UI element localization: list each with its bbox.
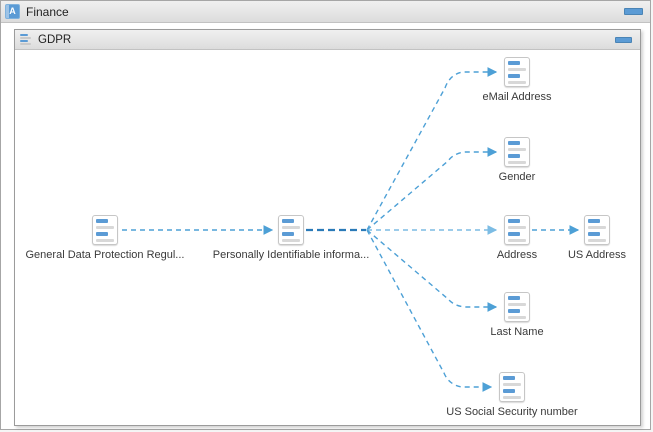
node-label: Gender bbox=[498, 171, 536, 183]
diagram-node-gdpr-regulation[interactable]: General Data Protection Regul... bbox=[20, 215, 190, 261]
document-lines-icon bbox=[504, 57, 530, 87]
diagram-edges bbox=[122, 67, 580, 392]
edge-pii-to-gender bbox=[366, 147, 498, 231]
gdpr-panel-title: GDPR bbox=[38, 33, 72, 46]
document-lines-icon bbox=[504, 215, 530, 245]
diagram-node-email-address[interactable]: eMail Address bbox=[432, 57, 602, 103]
node-label: Last Name bbox=[490, 326, 544, 338]
diagram-node-gender[interactable]: Gender bbox=[432, 137, 602, 183]
finance-minimize-button[interactable] bbox=[624, 8, 643, 15]
document-lines-icon bbox=[499, 372, 525, 402]
finance-panel-title: Finance bbox=[26, 4, 69, 19]
edge-pii-to-us-ssn bbox=[366, 229, 493, 392]
diagram-canvas[interactable]: General Data Protection Regul... Persona… bbox=[15, 50, 640, 425]
document-lines-icon bbox=[504, 292, 530, 322]
node-label: General Data Protection Regul... bbox=[25, 249, 185, 261]
diagram-node-address[interactable]: Address bbox=[432, 215, 602, 261]
gdpr-panel-header[interactable]: GDPR bbox=[15, 30, 640, 50]
node-label: eMail Address bbox=[482, 91, 552, 103]
gdpr-minimize-button[interactable] bbox=[615, 36, 632, 43]
edge-pii-to-email-address bbox=[366, 67, 498, 231]
finance-app-icon: A bbox=[5, 4, 20, 19]
diagram-node-last-name[interactable]: Last Name bbox=[432, 292, 602, 338]
finance-panel-header[interactable]: A Finance bbox=[1, 1, 650, 23]
diagram-node-us-address[interactable]: US Address bbox=[512, 215, 640, 261]
node-label: US Social Security number bbox=[446, 406, 578, 418]
diagram-node-pii[interactable]: Personally Identifiable informa... bbox=[206, 215, 376, 261]
document-lines-icon bbox=[584, 215, 610, 245]
document-lines-icon bbox=[504, 137, 530, 167]
document-lines-icon bbox=[20, 33, 32, 46]
document-lines-icon bbox=[278, 215, 304, 245]
node-label: US Address bbox=[567, 249, 627, 261]
diagram-node-us-ssn[interactable]: US Social Security number bbox=[427, 372, 597, 418]
node-label: Personally Identifiable informa... bbox=[212, 249, 370, 261]
document-lines-icon bbox=[92, 215, 118, 245]
gdpr-panel: GDPR bbox=[14, 29, 641, 426]
node-label: Address bbox=[496, 249, 538, 261]
